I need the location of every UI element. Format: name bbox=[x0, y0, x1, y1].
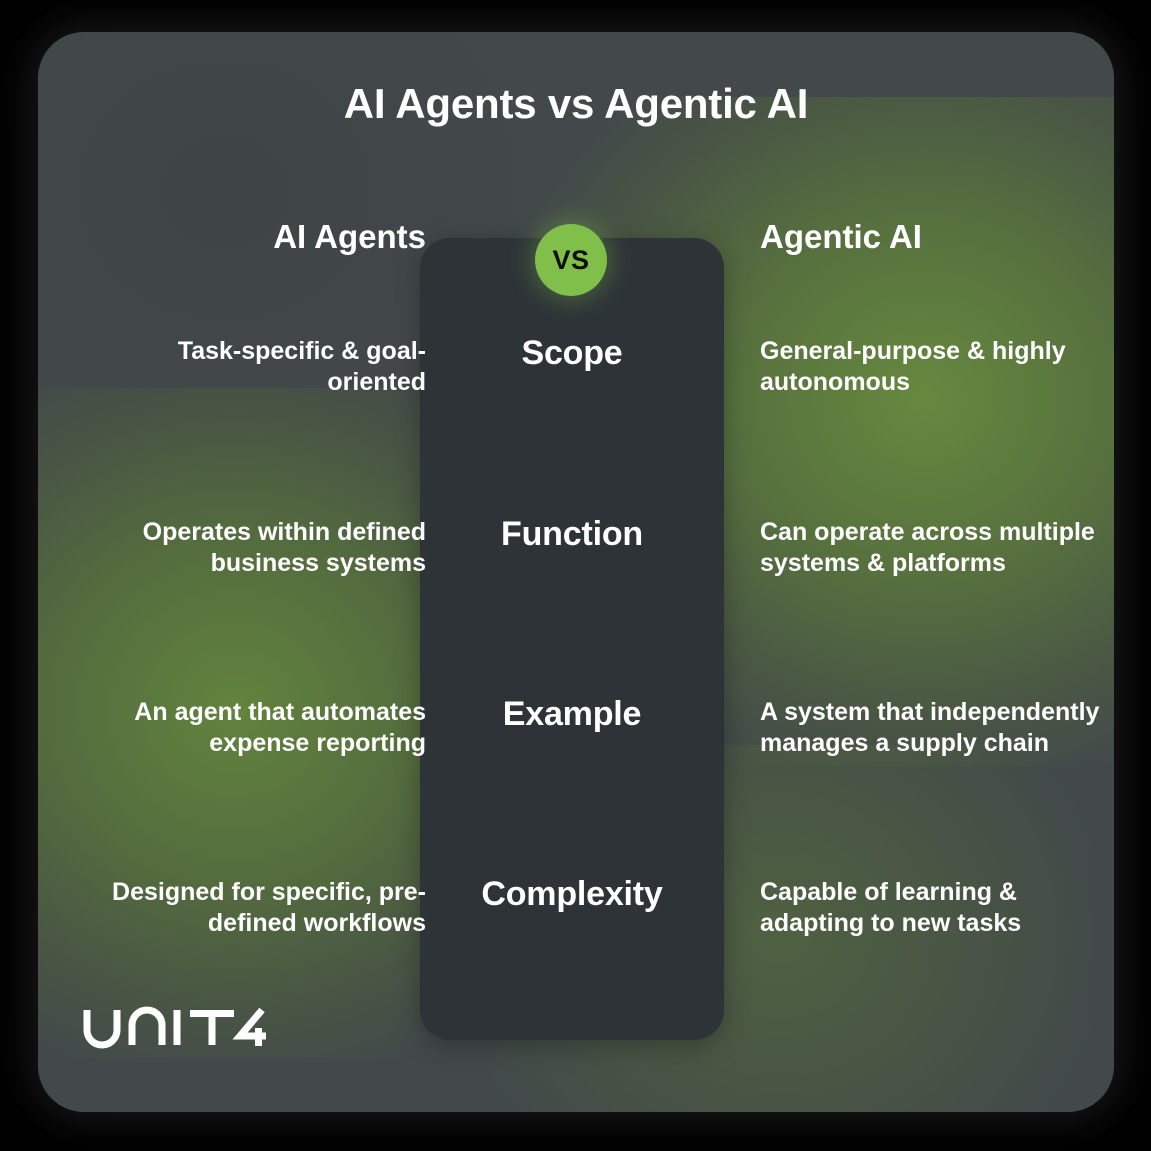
column-header-ai-agents: AI Agents bbox=[273, 218, 426, 255]
cell-attribute: Function bbox=[501, 515, 643, 553]
cell-ai-agents: An agent that automates expense reportin… bbox=[134, 698, 426, 757]
cell-attribute: Example bbox=[502, 695, 642, 733]
attribute-panel bbox=[420, 238, 724, 1040]
cell-attribute: Complexity bbox=[481, 875, 663, 913]
page-title: AI Agents vs Agentic AI bbox=[343, 80, 809, 127]
vs-badge: VS bbox=[535, 224, 607, 296]
cell-ai-agents: Task-specific & goal-oriented bbox=[177, 337, 426, 396]
cell-attribute: Scope bbox=[521, 334, 623, 372]
unit4-logo bbox=[82, 1004, 268, 1050]
cell-ai-agents: Operates within defined business systems bbox=[142, 518, 426, 577]
cell-agentic-ai: Can operate across multiple systems & pl… bbox=[760, 518, 1095, 577]
cell-ai-agents: Designed for specific, pre-defined workf… bbox=[112, 878, 426, 937]
vs-badge-label: VS bbox=[552, 244, 590, 275]
cell-agentic-ai: Capable of learning & adapting to new ta… bbox=[760, 878, 1022, 937]
column-header-agentic-ai: Agentic AI bbox=[760, 218, 922, 255]
cell-agentic-ai: A system that independently manages a su… bbox=[760, 698, 1100, 757]
cell-agentic-ai: General-purpose & highly autonomous bbox=[760, 337, 1066, 396]
infographic-card: AI Agents vs Agentic AI AI Agents Agenti… bbox=[38, 32, 1114, 1112]
